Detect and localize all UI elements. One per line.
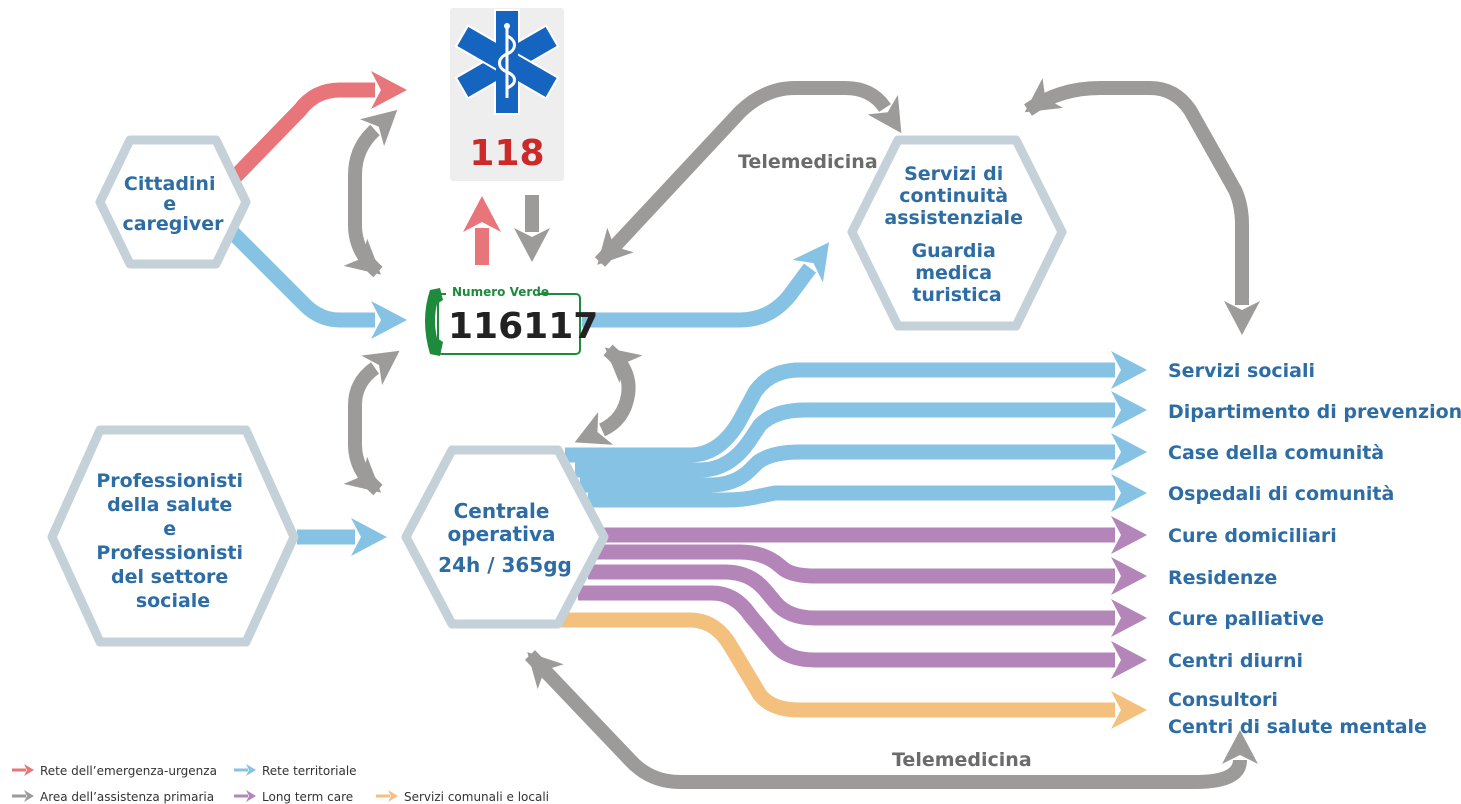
hex-servizi-line6: turistica xyxy=(912,284,1001,306)
arrow-cittadini-to-118 xyxy=(226,71,407,186)
legend-item-primary-care: Area dell’assistenza primaria xyxy=(12,790,214,804)
hex-professionisti-line5: del settore xyxy=(111,566,228,588)
hex-cittadini-line3: caregiver xyxy=(122,213,224,235)
legend-item-municipal: Servizi comunali e locali xyxy=(376,790,549,804)
telemedicina-label-bottom: Telemedicina xyxy=(892,749,1032,771)
emergency-number-label: 118 xyxy=(469,133,544,174)
hex-servizi-line3: assistenziale xyxy=(884,207,1023,229)
phone-handset-icon xyxy=(425,288,443,356)
dest-cure-domiciliari: Cure domiciliari xyxy=(1168,525,1337,547)
hex-centrale-line2: operativa xyxy=(448,522,556,546)
arrow-116117-to-servizi xyxy=(582,242,830,328)
arrow-centrale-to-cure-palliative xyxy=(588,564,1147,637)
emergency-118-box: 118 xyxy=(450,8,564,181)
hex-cittadini-line1: Cittadini xyxy=(124,173,216,195)
hex-servizi-line2: continuità xyxy=(899,185,1008,207)
dest-consultori: Consultori xyxy=(1168,689,1278,711)
arrow-116117-centrale-bidirectional xyxy=(574,344,643,445)
hex-professionisti-line4: Professionisti xyxy=(96,542,243,564)
arrow-cittadini-to-116117 xyxy=(226,226,407,339)
dest-servizi-sociali: Servizi sociali xyxy=(1168,360,1315,382)
hex-professionisti-line3: e xyxy=(163,518,176,540)
arrow-servizi-loop-right xyxy=(1024,78,1260,335)
arrow-telemedicina-bottom xyxy=(524,650,1258,789)
numero-verde-caption: Numero Verde xyxy=(452,285,549,299)
hex-centrale-line3: 24h / 365gg xyxy=(438,553,572,577)
star-of-life-icon xyxy=(454,9,560,115)
hex-professionisti: Professionisti della salute e Profession… xyxy=(47,425,299,647)
arrow-cittadini-118-bidirectional xyxy=(343,109,398,278)
arrow-centrale-to-ospedali xyxy=(588,474,1147,512)
legend-label-territorial: Rete territoriale xyxy=(262,764,357,778)
hex-servizi-line5: medica xyxy=(915,262,992,284)
legend-label-municipal: Servizi comunali e locali xyxy=(404,790,549,804)
hex-servizi-continuita: Servizi di continuità assistenziale Guar… xyxy=(847,135,1067,331)
hex-centrale-line1: Centrale xyxy=(454,499,550,523)
svg-text:Servizi di continuità: Servizi di continuità assistenziale Guar… xyxy=(884,163,1029,306)
numero-verde-box[interactable]: Numero Verde 116117 xyxy=(425,283,598,356)
svg-text:Cittadini e caregi: Cittadini e caregiver xyxy=(122,173,224,235)
hex-cittadini-line2: e xyxy=(163,193,176,215)
hex-cittadini-caregiver: Cittadini e caregiver xyxy=(95,135,251,269)
svg-text:Professionisti della sal: Professionisti della salute e Profession… xyxy=(96,470,249,612)
dest-dipartimento-prevenzione: Dipartimento di prevenzione xyxy=(1168,401,1461,423)
hex-servizi-line1: Servizi di xyxy=(904,163,1003,185)
legend-item-long-term-care: Long term care xyxy=(234,790,353,804)
legend: Rete dell’emergenza-urgenza Rete territo… xyxy=(12,764,549,804)
legend-label-primary-care: Area dell’assistenza primaria xyxy=(40,790,214,804)
legend-item-territorial: Rete territoriale xyxy=(234,764,357,778)
numero-verde-number: 116117 xyxy=(448,306,598,347)
legend-item-emergency: Rete dell’emergenza-urgenza xyxy=(12,764,217,778)
arrow-centrale-to-residenze xyxy=(596,544,1147,595)
arrow-centrale-to-servizi-sociali xyxy=(565,351,1147,463)
arrow-telemedicina-top xyxy=(594,81,902,267)
hex-professionisti-line1: Professionisti xyxy=(96,470,243,492)
dest-cure-palliative: Cure palliative xyxy=(1168,608,1324,630)
telemedicina-label-top: Telemedicina xyxy=(738,151,878,173)
hex-centrale-operativa: Centrale operativa 24h / 365gg xyxy=(401,445,609,629)
dest-residenze: Residenze xyxy=(1168,567,1277,589)
arrow-professionisti-116117-bidirectional xyxy=(343,350,400,496)
dest-centri-salute-mentale: Centri di salute mentale xyxy=(1168,716,1427,738)
svg-text:Centrale operativa: Centrale operativa 24h / 365gg xyxy=(438,499,572,577)
hex-servizi-line4: Guardia xyxy=(912,240,996,262)
destination-list: Servizi sociali Dipartimento di prevenzi… xyxy=(1168,360,1461,738)
arrow-centrale-to-case xyxy=(580,433,1147,493)
hex-professionisti-line2: della salute xyxy=(107,494,232,516)
dest-ospedali-comunita: Ospedali di comunità xyxy=(1168,483,1394,505)
dest-centri-diurni: Centri diurni xyxy=(1168,650,1303,672)
dest-case-comunita: Case della comunità xyxy=(1168,442,1384,464)
legend-label-long-term-care: Long term care xyxy=(262,790,353,804)
legend-label-emergency: Rete dell’emergenza-urgenza xyxy=(40,764,217,778)
hex-professionisti-line6: sociale xyxy=(136,590,210,612)
arrow-centrale-to-prevenzione xyxy=(575,391,1147,478)
